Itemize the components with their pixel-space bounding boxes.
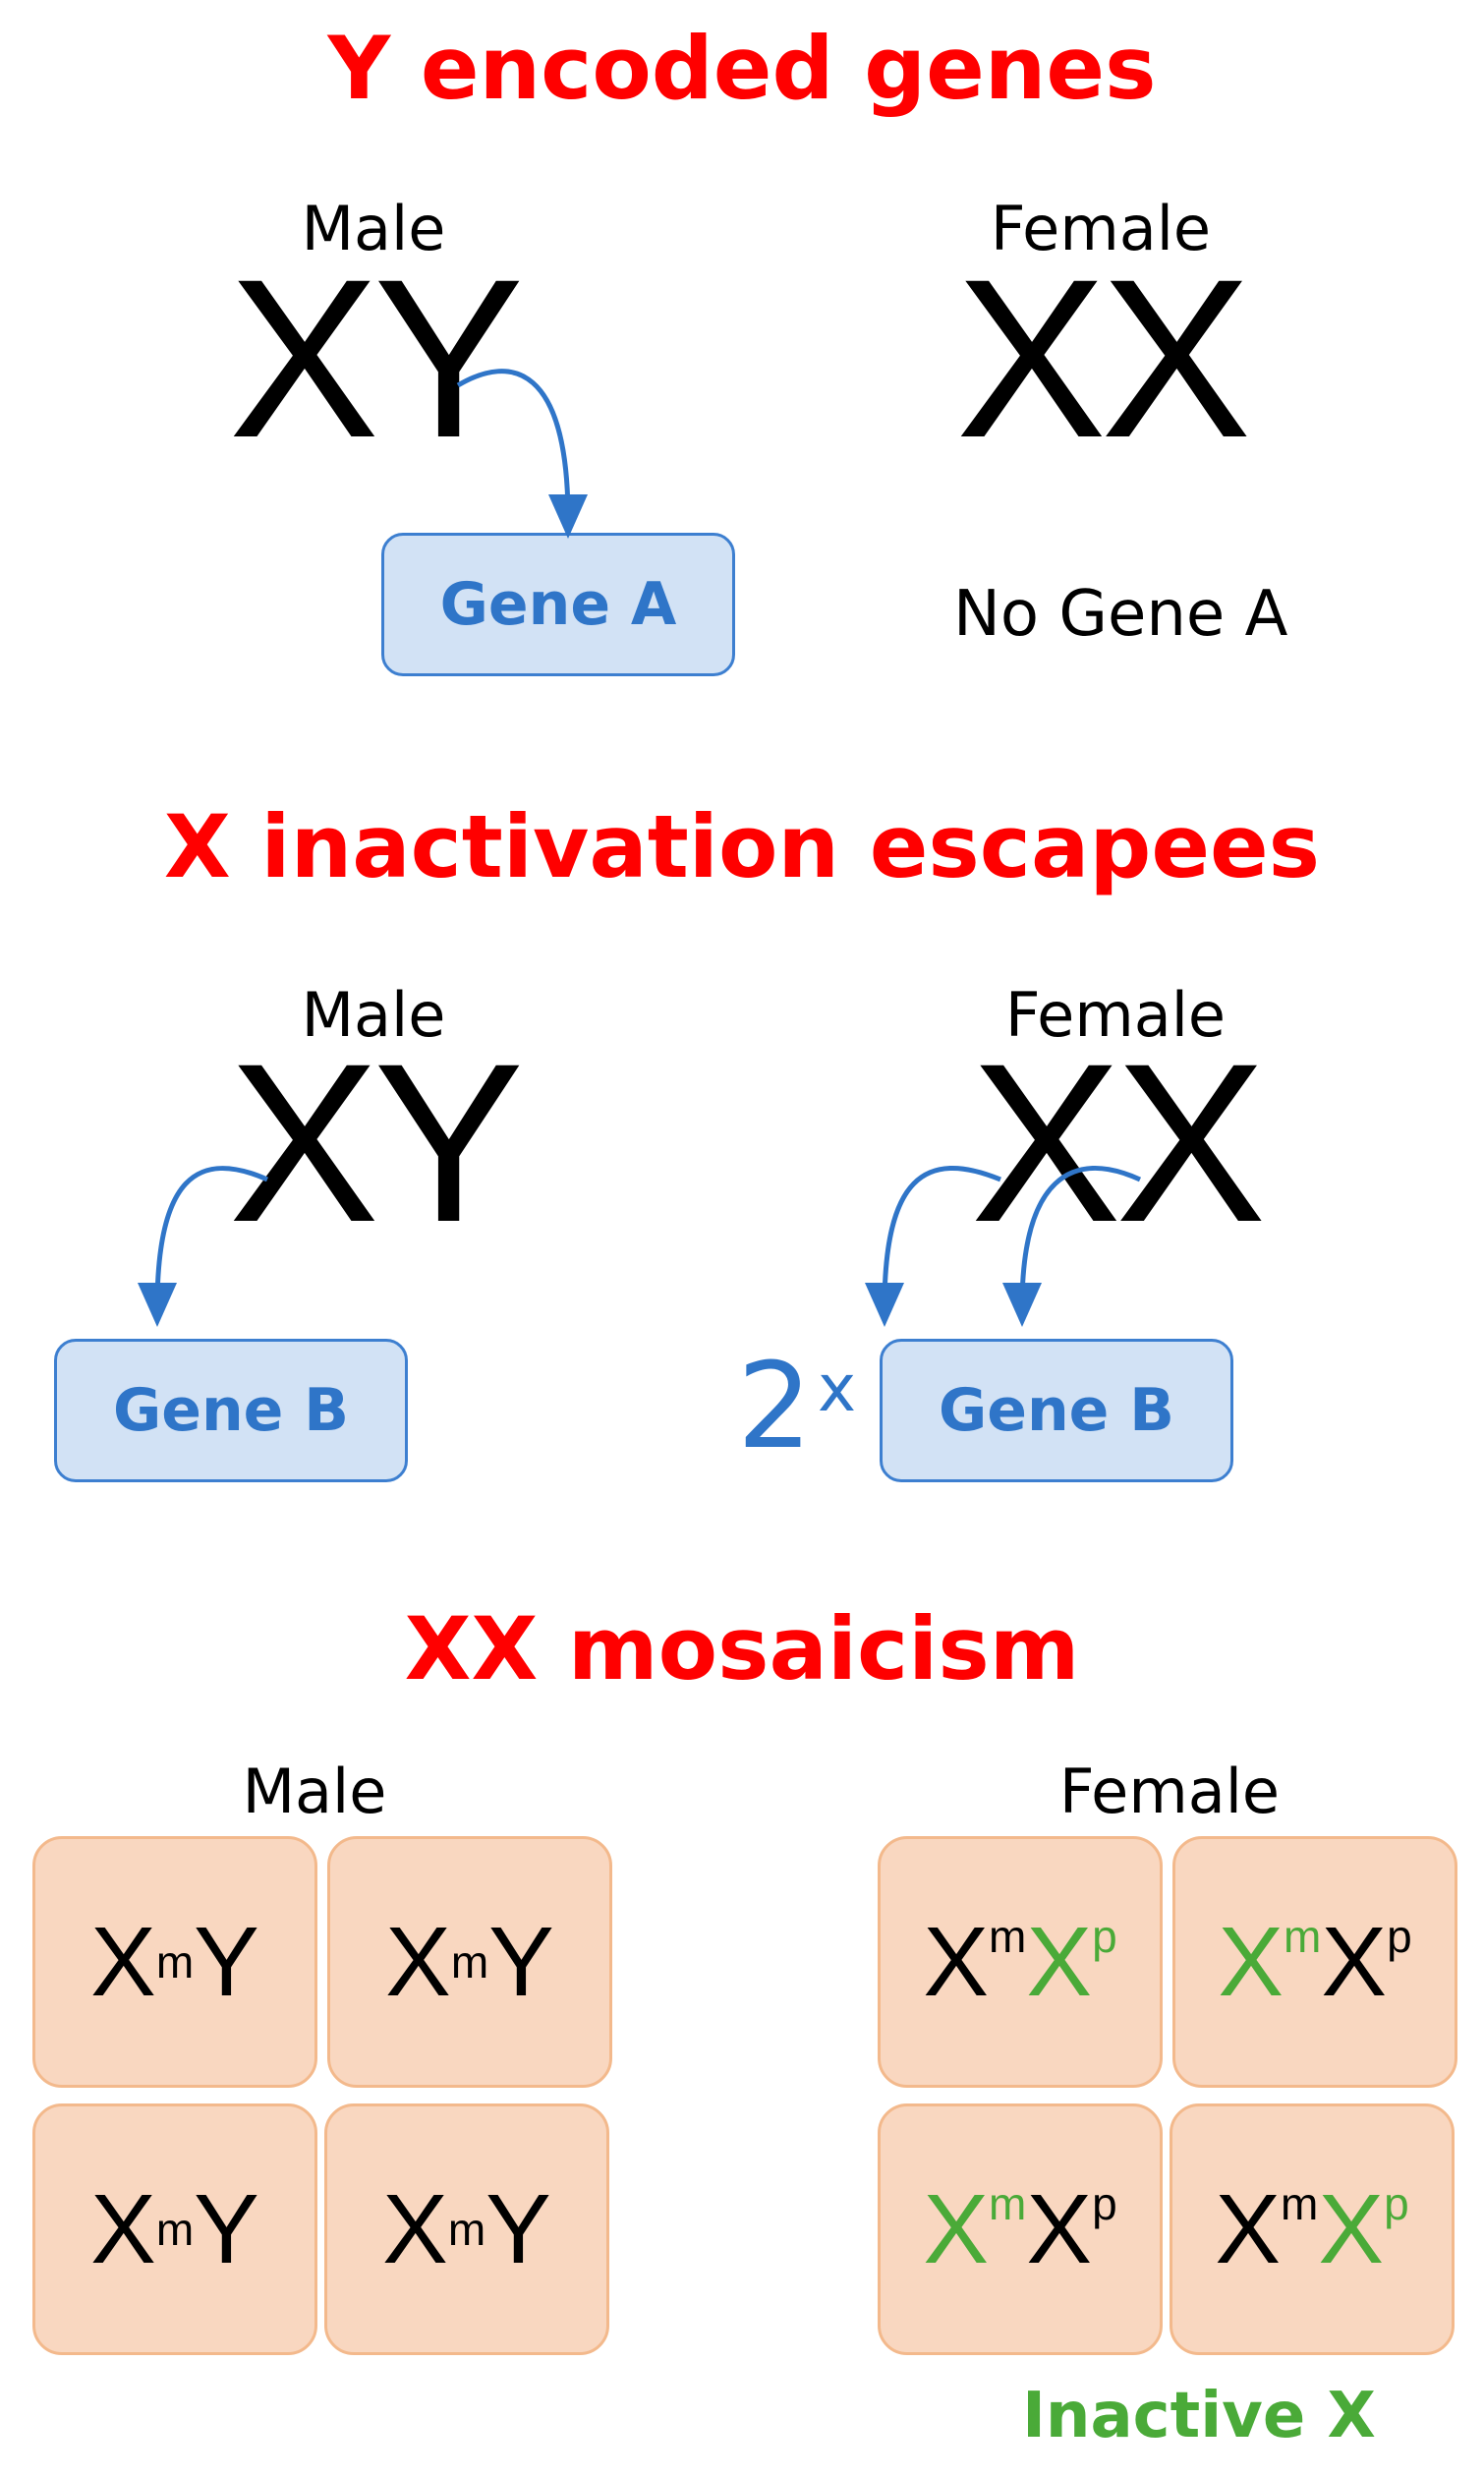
heading-x-inactivation-escapees: X inactivation escapees: [163, 796, 1321, 897]
cell-second-x-letter: X: [1318, 2174, 1385, 2284]
cell-y: Y: [194, 2174, 259, 2284]
cell-second-x-superscript: p: [1384, 2178, 1409, 2229]
cell-x: X: [90, 2174, 156, 2284]
female-label-2: Female: [1004, 979, 1227, 1051]
cell-second-x-letter: X: [1026, 1907, 1093, 2017]
gene-b-male-label: Gene B: [113, 1376, 349, 1445]
heading-y-encoded-genes: Y encoded genes: [327, 18, 1157, 119]
cell-first-x: Xm: [923, 1913, 1026, 2011]
arrow-y-to-gene-a: [456, 369, 588, 539]
gene-b-female-label: Gene B: [939, 1376, 1174, 1445]
female-label-1: Female: [990, 193, 1212, 264]
cell-x: X: [90, 1907, 156, 2017]
cell-first-x-letter: X: [923, 2174, 990, 2284]
cell-second-x: Xp: [1321, 1913, 1411, 2011]
gene-a-label: Gene A: [439, 570, 677, 639]
male-chromosomes-1: XY: [228, 232, 525, 485]
cell-second-x-letter: X: [1321, 1907, 1388, 2017]
cell-first-x-superscript: m: [989, 2178, 1027, 2229]
cell-y: Y: [194, 1907, 259, 2017]
cell-second-x-superscript: p: [1092, 2178, 1117, 2229]
cell-second-x-superscript: p: [1092, 1911, 1117, 1962]
cell-first-x-superscript: m: [989, 1911, 1027, 1962]
cell-second-x: Xp: [1026, 2180, 1116, 2278]
cell-y: Y: [485, 2174, 551, 2284]
multiplier-x: x: [818, 1351, 857, 1426]
cell-first-x: Xm: [1218, 1913, 1321, 2011]
male-label-1: Male: [301, 193, 446, 264]
cell-first-x-superscript: m: [1284, 1911, 1322, 1962]
cell-second-x-letter: X: [1026, 2174, 1093, 2284]
inactive-x-legend: Inactive X: [1022, 2380, 1376, 2452]
female-chromosomes-2: XX: [970, 1016, 1267, 1269]
arrow-male-x-to-gene-b: [138, 1165, 269, 1327]
cell-x: X: [385, 1907, 451, 2017]
gene-b-male-box: Gene B: [54, 1339, 408, 1482]
cell-first-x-superscript: m: [1281, 2178, 1319, 2229]
arrow-female-x2-to-gene-b: [1002, 1165, 1142, 1327]
cell-second-x: Xp: [1318, 2180, 1408, 2278]
cell-first-x-letter: X: [1218, 1907, 1284, 2017]
cell-y: Y: [488, 1907, 554, 2017]
arrow-female-x1-to-gene-b: [865, 1165, 1001, 1327]
male-label-2: Male: [301, 979, 446, 1051]
no-gene-a-note: No Gene A: [953, 578, 1288, 651]
cell-first-x-letter: X: [1215, 2174, 1282, 2284]
cell-first-x-letter: X: [923, 1907, 990, 2017]
cell-x: X: [382, 2174, 448, 2284]
cell-second-x-superscript: p: [1387, 1911, 1412, 1962]
gene-b-female-box: Gene B: [880, 1339, 1233, 1482]
male-label-3: Male: [242, 1756, 387, 1827]
heading-xx-mosaicism: XX mosaicism: [404, 1598, 1080, 1699]
female-chromosomes-1: XX: [955, 232, 1252, 485]
cell-first-x: Xm: [923, 2180, 1026, 2278]
male-chromosomes-2: XY: [228, 1016, 525, 1269]
multiplier-number: 2: [737, 1339, 813, 1475]
female-label-3: Female: [1058, 1756, 1281, 1827]
cell-second-x: Xp: [1026, 1913, 1116, 2011]
cell-first-x: Xm: [1215, 2180, 1318, 2278]
